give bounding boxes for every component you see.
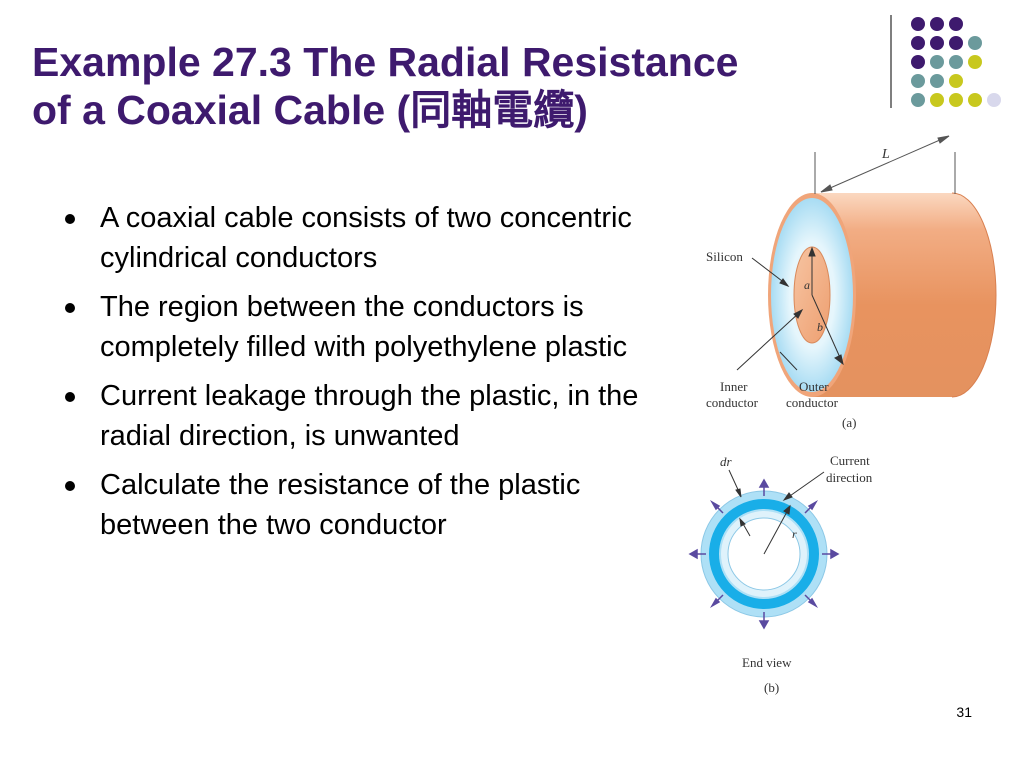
dr-indicator	[728, 469, 751, 537]
bullet-item: Calculate the resistance of the plastic …	[60, 465, 660, 545]
bullet-list: A coaxial cable consists of two concentr…	[60, 198, 660, 554]
decorative-dot	[949, 17, 963, 31]
inner-conductor-label-line2: conductor	[706, 395, 759, 410]
radius-label: r	[792, 527, 797, 541]
bullet-text: A coaxial cable consists of two concentr…	[100, 202, 632, 274]
length-dimension	[814, 135, 956, 194]
title-line-1: Example 27.3 The Radial Resistance	[32, 39, 739, 85]
outer-conductor-label-line2: conductor	[786, 395, 839, 410]
length-label: L	[881, 147, 890, 162]
dr-label: dr	[720, 454, 733, 469]
bullet-icon	[65, 481, 75, 491]
cable-body	[812, 192, 997, 398]
title-line-2: of a Coaxial Cable (同軸電纜)	[32, 86, 892, 134]
current-direction-arrows	[688, 478, 840, 630]
decorative-dot	[949, 55, 963, 69]
decorative-dot	[930, 36, 944, 50]
radius-indicator	[763, 504, 791, 555]
decorative-dot	[968, 55, 982, 69]
decorative-dot	[949, 74, 963, 88]
decorative-dot	[968, 93, 982, 107]
current-direction-label-line1: Current	[830, 453, 870, 468]
decorative-divider-line	[890, 15, 892, 108]
coaxial-cable-figure: L a b Silicon Inner conductor Outer cond…	[706, 135, 997, 430]
decorative-dot	[930, 93, 944, 107]
figure-b-caption: (b)	[764, 680, 779, 695]
decorative-dot	[911, 74, 925, 88]
decorative-dot	[930, 55, 944, 69]
outer-conductor-label-line1: Outer	[799, 379, 829, 394]
bullet-item: The region between the conductors is com…	[60, 287, 660, 367]
decorative-dot	[911, 17, 925, 31]
bullet-text: Calculate the resistance of the plastic …	[100, 469, 581, 541]
decorative-dot	[949, 93, 963, 107]
decorative-dot	[968, 36, 982, 50]
bullet-icon	[65, 392, 75, 402]
current-callout	[782, 471, 825, 502]
figure-a-caption: (a)	[842, 415, 856, 430]
bullet-item: Current leakage through the plastic, in …	[60, 376, 660, 456]
bullet-text: Current leakage through the plastic, in …	[100, 380, 639, 452]
bullet-icon	[65, 214, 75, 224]
bullet-icon	[65, 303, 75, 313]
end-view-label: End view	[742, 655, 792, 670]
inner-conductor-label-line1: Inner	[720, 379, 748, 394]
outer-radius-label: b	[817, 320, 823, 334]
decorative-dot	[930, 17, 944, 31]
decorative-dot	[949, 36, 963, 50]
radius-arrows	[808, 246, 844, 366]
inner-radius-label: a	[804, 278, 810, 292]
bullet-item: A coaxial cable consists of two concentr…	[60, 198, 660, 278]
slide-title: Example 27.3 The Radial Resistance of a …	[32, 38, 892, 134]
silicon-label: Silicon	[706, 249, 743, 264]
bullet-text: The region between the conductors is com…	[100, 291, 628, 363]
decorative-dot	[930, 74, 944, 88]
title-line-2-chinese: 同軸電纜	[410, 86, 575, 134]
current-direction-label-line2: direction	[826, 470, 873, 485]
decorative-dot	[911, 93, 925, 107]
title-line-2-suffix: )	[574, 87, 588, 133]
decorative-dot	[911, 55, 925, 69]
decorative-dot	[987, 93, 1001, 107]
page-number: 31	[956, 704, 972, 720]
callout-lines	[736, 257, 804, 371]
title-line-2-prefix: of a Coaxial Cable (	[32, 87, 411, 133]
decorative-dot	[911, 36, 925, 50]
end-view-figure: dr r Current direction End view (b)	[688, 453, 873, 695]
